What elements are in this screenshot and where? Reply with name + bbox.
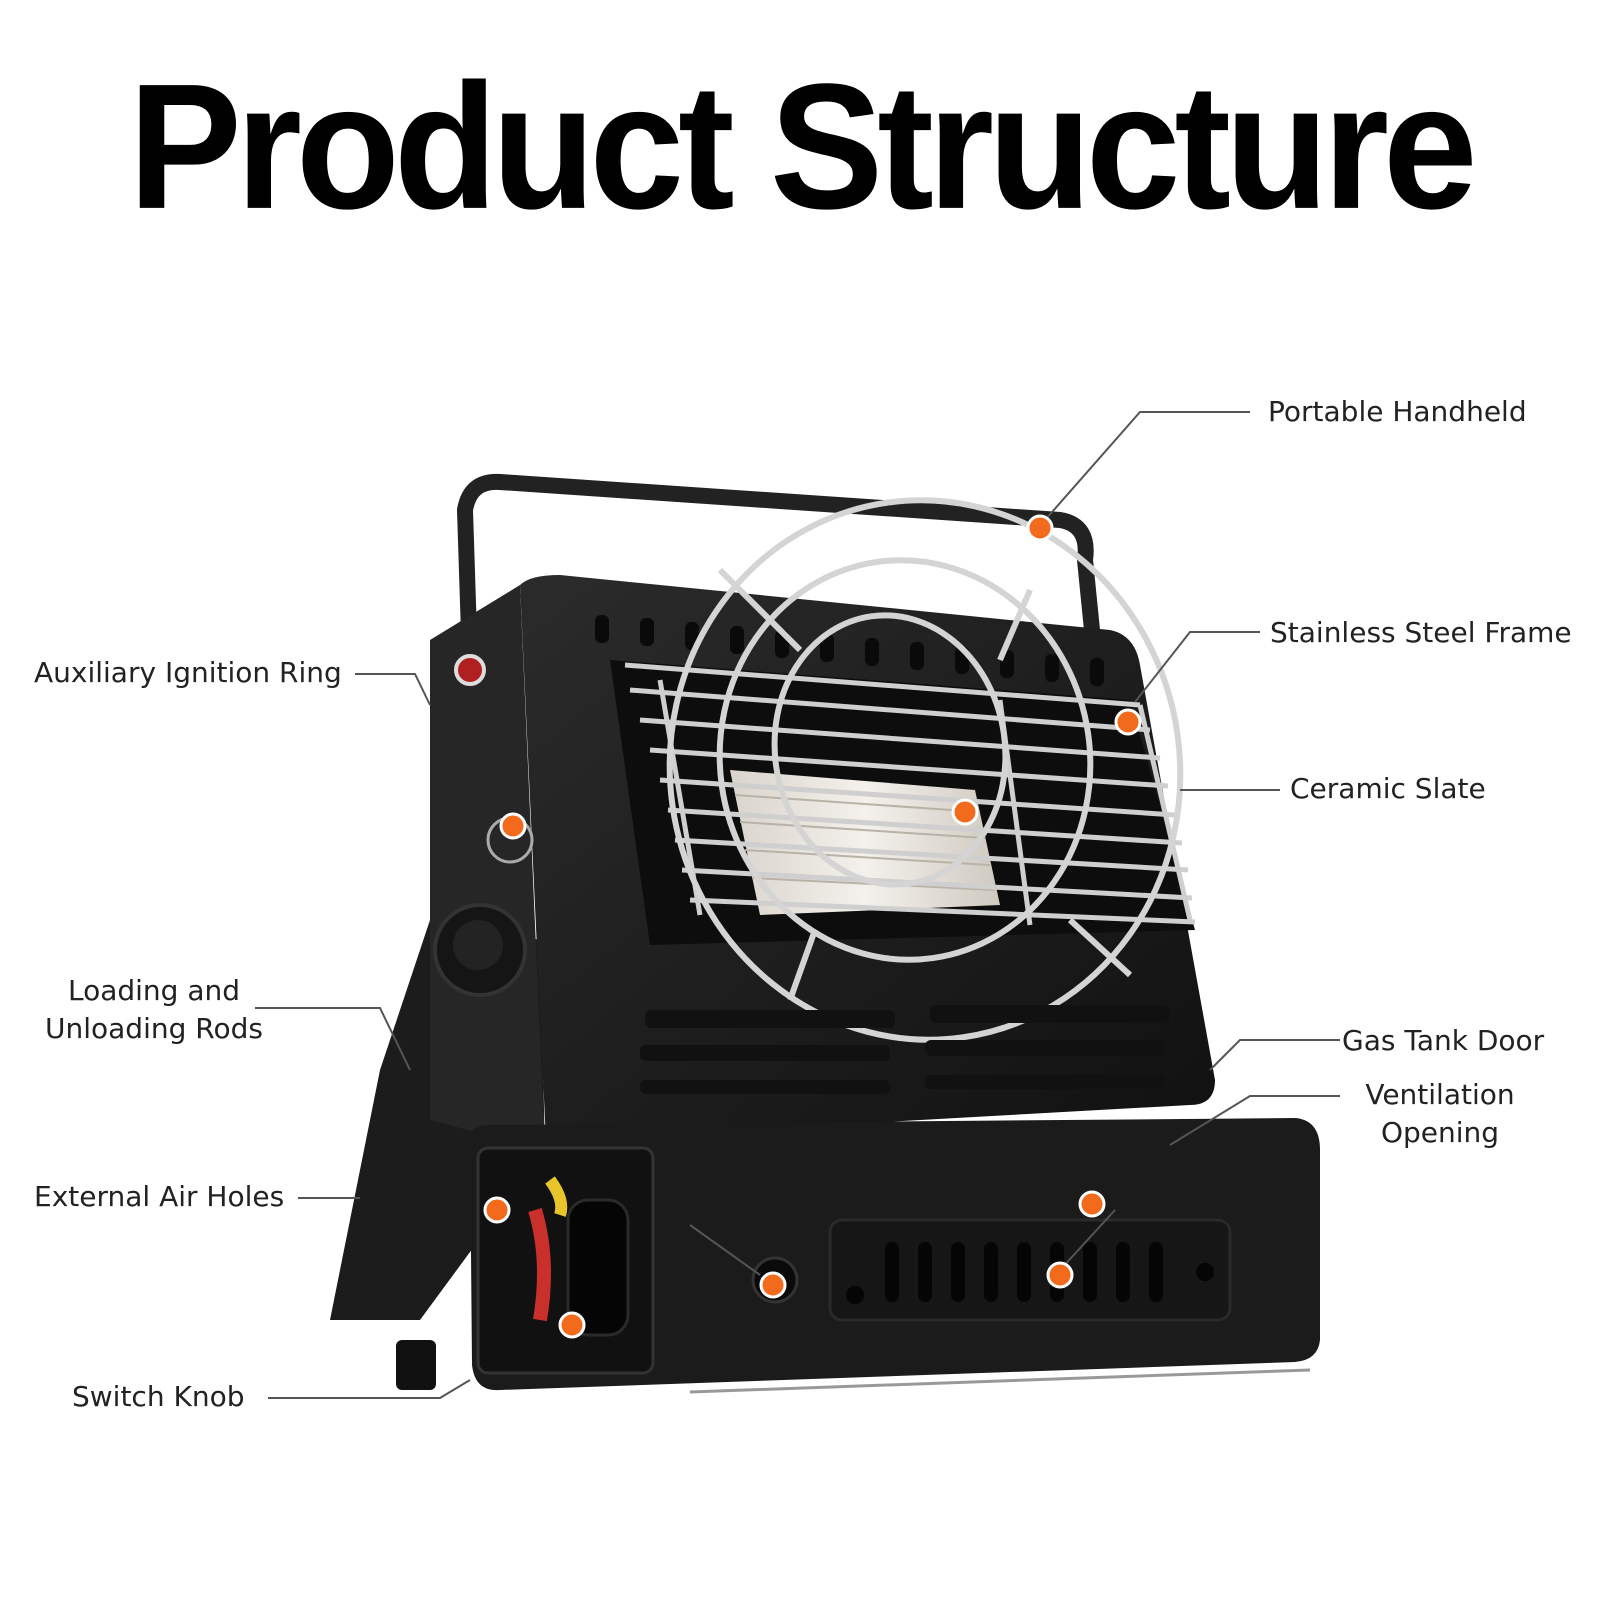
marker-external-air-holes <box>483 1196 511 1224</box>
side-panel <box>430 585 545 1150</box>
base-screw-left <box>846 1286 864 1304</box>
label-gas-tank-door: Gas Tank Door <box>1342 1024 1545 1057</box>
gas-door-window <box>566 1198 630 1337</box>
ignition-ring <box>454 654 486 686</box>
label-ceramic-slate: Ceramic Slate <box>1290 772 1486 805</box>
marker-portable-handheld <box>1026 514 1054 542</box>
carry-handle <box>456 473 1103 673</box>
lower-head-vents <box>640 1005 1170 1094</box>
marker-auxiliary-ignition-ring <box>499 812 527 840</box>
wire-grill <box>624 662 1196 926</box>
switch-knob-peg <box>396 1340 436 1390</box>
flame-gauge <box>528 1207 551 1322</box>
side-knob-inner <box>453 920 503 970</box>
label-switch-knob: Switch Knob <box>72 1380 245 1413</box>
pot-support-rings <box>666 497 1184 1043</box>
label-ventilation-opening: Ventilation Opening <box>1350 1076 1530 1152</box>
callout-markers <box>483 514 1142 1339</box>
label-ventilation-line-2: Opening <box>1380 1116 1500 1149</box>
label-external-air-holes: External Air Holes <box>34 1180 285 1213</box>
label-loading-rods-line-2: Unloading Rods <box>45 1012 263 1045</box>
page-title: Product Structure <box>128 47 1477 247</box>
label-ventilation-line-1: Ventilation <box>1365 1078 1515 1111</box>
label-auxiliary-ignition-ring: Auxiliary Ignition Ring <box>34 656 342 689</box>
leader-lines <box>255 411 1340 1399</box>
flame-gauge-yellow <box>545 1176 568 1217</box>
base-screw-right <box>1196 1263 1214 1281</box>
label-loading-rods-line-1: Loading and <box>67 974 241 1007</box>
marker-ceramic-slate <box>951 798 979 826</box>
label-portable-handheld: Portable Handheld <box>1268 395 1527 428</box>
base-grille-slots <box>885 1242 1163 1302</box>
marker-ventilation-opening <box>1046 1261 1074 1289</box>
base-bottom-edge <box>689 1368 1311 1394</box>
label-stainless-steel-frame: Stainless Steel Frame <box>1270 616 1572 649</box>
marker-stainless-steel-frame <box>1114 708 1142 736</box>
marker-switch-knob <box>558 1311 586 1339</box>
label-loading-rods: Loading and Unloading Rods <box>34 972 274 1048</box>
marker-gas-tank-door <box>1078 1190 1106 1218</box>
marker-loading-rods <box>759 1271 787 1299</box>
